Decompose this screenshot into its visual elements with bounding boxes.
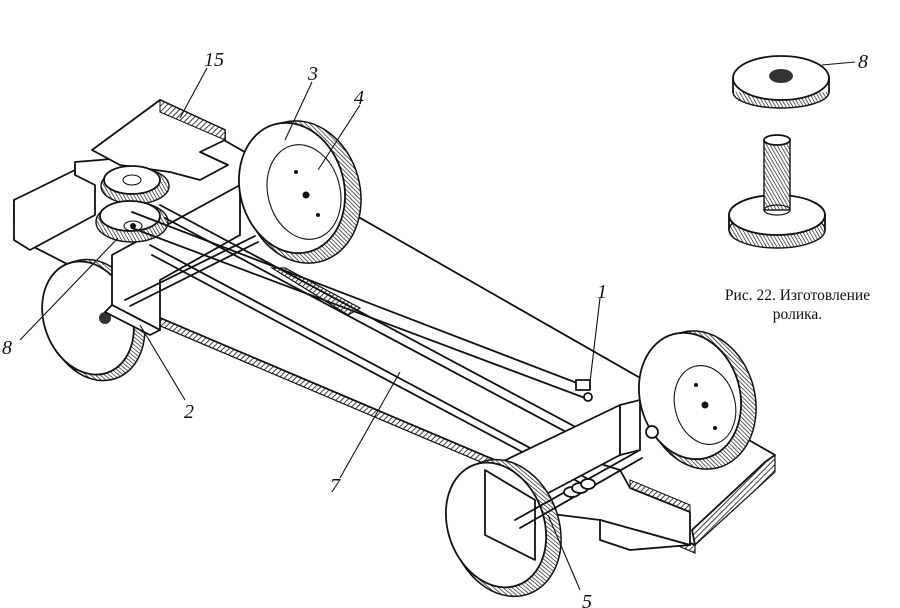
label-5: 5 (582, 591, 592, 608)
caption-line-1: Рис. 22. Изготовление (724, 287, 871, 304)
drive-strings (131, 204, 601, 451)
label-8-right: 8 (858, 51, 868, 73)
label-3: 3 (307, 63, 318, 85)
front-left-wheel (444, 458, 562, 598)
rear-right-wheel (238, 120, 362, 264)
label-4: 4 (354, 87, 364, 109)
figure-caption: Рис. 22. Изготовление ролика. (690, 286, 900, 324)
drive-pulley-rear (100, 165, 170, 205)
label-8-left: 8 (2, 337, 12, 359)
label-2: 2 (184, 401, 194, 423)
label-7: 7 (330, 475, 341, 497)
string-fastener (575, 379, 593, 402)
label-1: 1 (597, 281, 607, 303)
drive-pulley-front (95, 200, 169, 243)
roller-detail (728, 55, 856, 249)
leader-lines (19, 67, 601, 591)
rod-7 (149, 244, 591, 489)
front-axle-spring (514, 449, 643, 529)
caption-line-2: ролика. (772, 306, 823, 323)
front-right-wheel (638, 330, 757, 470)
rear-axle (124, 235, 259, 307)
label-15: 15 (204, 49, 224, 71)
